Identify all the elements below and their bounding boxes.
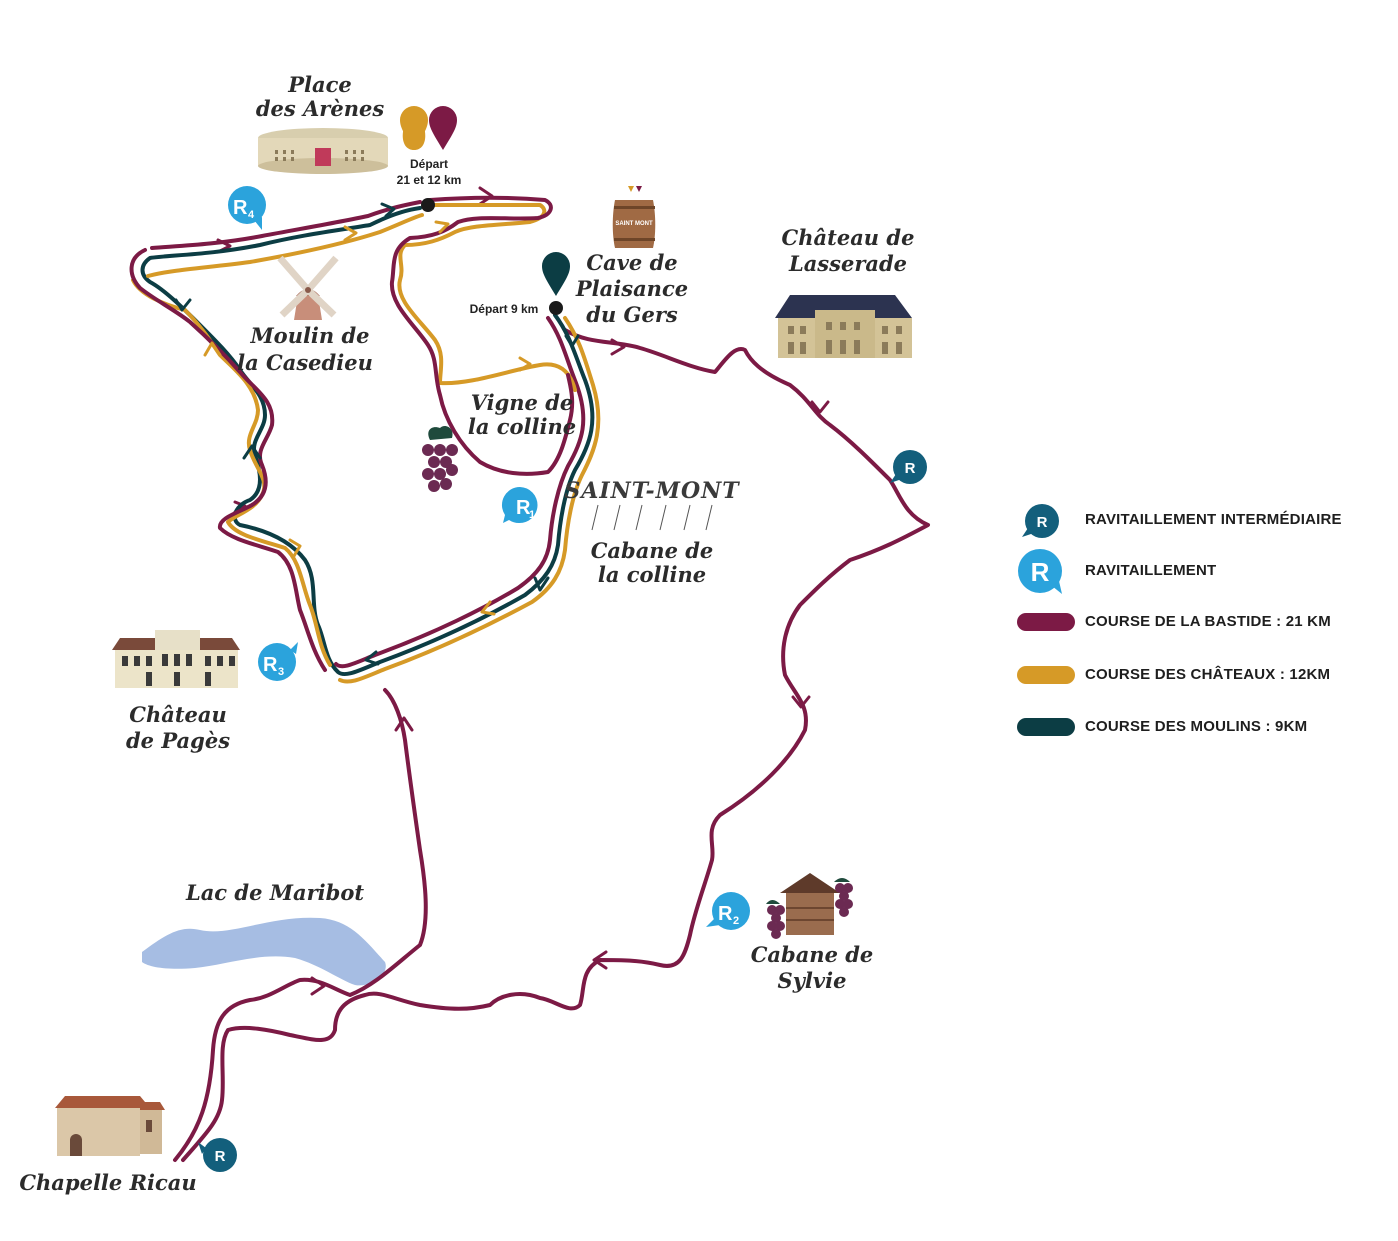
- route-corridor-chateaux: [131, 213, 601, 684]
- refuel-legend-icon: R: [1018, 549, 1062, 594]
- label-ricau: Chapelle Ricau: [19, 1170, 196, 1195]
- route-bastide-north: [389, 195, 575, 476]
- legend-row-bastide: COURSE DE LA BASTIDE : 21 KM: [1010, 612, 1370, 632]
- label-cave-1: Cave de: [586, 250, 677, 275]
- start-label-main-1: Départ: [410, 157, 448, 171]
- pin-moulins-icon: [542, 252, 570, 296]
- legend-row-chateaux: COURSE DES CHÂTEAUX : 12KM: [1010, 665, 1370, 685]
- label-lasserade-1: Château de: [782, 225, 915, 250]
- refuel-marker-r1-letter: R: [516, 497, 531, 519]
- arena-icon: [258, 128, 388, 174]
- refuel-marker-r1-sub: 1: [529, 509, 535, 521]
- label-cabane-colline-2: la colline: [598, 562, 706, 587]
- windmill-icon: [277, 255, 339, 320]
- mid-refuel-marker-ricau: R: [198, 1138, 237, 1172]
- legend-label-refuel: RAVITAILLEMENT: [1085, 562, 1217, 579]
- grapes-icon: [422, 426, 458, 492]
- legend-label-bastide: COURSE DE LA BASTIDE : 21 KM: [1085, 613, 1331, 630]
- label-vigne-1: Vigne de: [471, 390, 574, 415]
- cabane-sylvie-icon: [766, 873, 853, 939]
- label-arenes-1: Place: [287, 72, 352, 97]
- label-lasserade-2: Lasserade: [788, 251, 907, 276]
- route-bastide: [173, 328, 930, 1162]
- legend-swatch-bastide: [1017, 613, 1075, 631]
- legend-row-mid-refuel: R RAVITAILLEMENT INTERMÉDIAIRE: [1010, 504, 1370, 538]
- label-cave-3: du Gers: [586, 302, 678, 327]
- start-point-main: [421, 198, 435, 212]
- mid-refuel-legend-icon: R: [1022, 504, 1059, 538]
- label-vigne-2: la colline: [468, 414, 576, 439]
- mid-refuel-marker-east: R: [890, 450, 927, 484]
- wine-barrel-icon: SAINT MONT: [612, 186, 656, 248]
- label-arenes-2: des Arènes: [256, 96, 385, 121]
- legend-swatch-moulins: [1017, 718, 1075, 736]
- chateau-pages-icon: [112, 630, 240, 688]
- label-maribot: Lac de Maribot: [185, 880, 364, 905]
- legend-label-chateaux: COURSE DES CHÂTEAUX : 12KM: [1085, 666, 1331, 683]
- label-moulin-1: Moulin de: [249, 323, 369, 348]
- refuel-marker-r2: R 2: [706, 892, 750, 930]
- mid-refuel-marker-east-letter: R: [905, 460, 916, 477]
- route-chateaux-arrows: [174, 202, 580, 666]
- refuel-marker-r2-letter: R: [718, 903, 733, 925]
- refuel-marker-r4-letter: R: [233, 197, 248, 219]
- chateau-lasserade-icon: [775, 295, 912, 358]
- route-chateaux-north: [397, 202, 577, 392]
- legend-swatch-chateaux: [1017, 666, 1075, 684]
- refuel-marker-r3-letter: R: [263, 654, 278, 676]
- pin-bastide-icon: [429, 106, 457, 150]
- lake-maribot: [142, 917, 386, 986]
- barrel-label: SAINT MONT: [615, 221, 653, 227]
- label-pages-2: de Pagès: [126, 728, 230, 753]
- label-sylvie-2: Sylvie: [778, 968, 847, 993]
- label-cave-2: Plaisance: [575, 276, 688, 301]
- start-label-9km: Départ 9 km: [470, 302, 539, 316]
- route-corridor-moulins: [140, 206, 595, 677]
- pin-chateaux-icon: [400, 106, 428, 150]
- label-cabane-colline-1: Cabane de: [591, 538, 714, 563]
- start-label-main-2: 21 et 12 km: [397, 173, 462, 187]
- refuel-marker-r3-sub: 3: [278, 666, 284, 678]
- legend-label-mid-refuel: RAVITAILLEMENT INTERMÉDIAIRE: [1085, 511, 1342, 528]
- label-sylvie-1: Cabane de: [751, 942, 874, 967]
- legend-row-moulins: COURSE DES MOULINS : 9KM: [1010, 717, 1370, 737]
- refuel-marker-r4-sub: 4: [248, 209, 255, 221]
- legend-label-moulins: COURSE DES MOULINS : 9KM: [1085, 718, 1308, 735]
- refuel-marker-r4: R 4: [228, 186, 266, 230]
- refuel-marker-r1: R 1: [501, 486, 538, 524]
- refuel-marker-r2-sub: 2: [733, 915, 739, 927]
- saint-mont-sign-text: SAINT-MONT: [564, 478, 740, 504]
- saint-mont-sign: SAINT-MONT: [564, 478, 740, 531]
- label-pages-1: Château: [129, 702, 227, 727]
- label-moulin-2: la Casedieu: [237, 350, 373, 375]
- refuel-legend-letter: R: [1031, 557, 1050, 587]
- start-point-9km: [549, 301, 563, 315]
- chapelle-ricau-icon: [55, 1096, 165, 1156]
- mid-refuel-legend-letter: R: [1037, 514, 1048, 531]
- legend-row-refuel: R RAVITAILLEMENT: [1010, 549, 1370, 596]
- mid-refuel-marker-ricau-letter: R: [215, 1148, 226, 1165]
- refuel-marker-r3: R 3: [258, 642, 298, 681]
